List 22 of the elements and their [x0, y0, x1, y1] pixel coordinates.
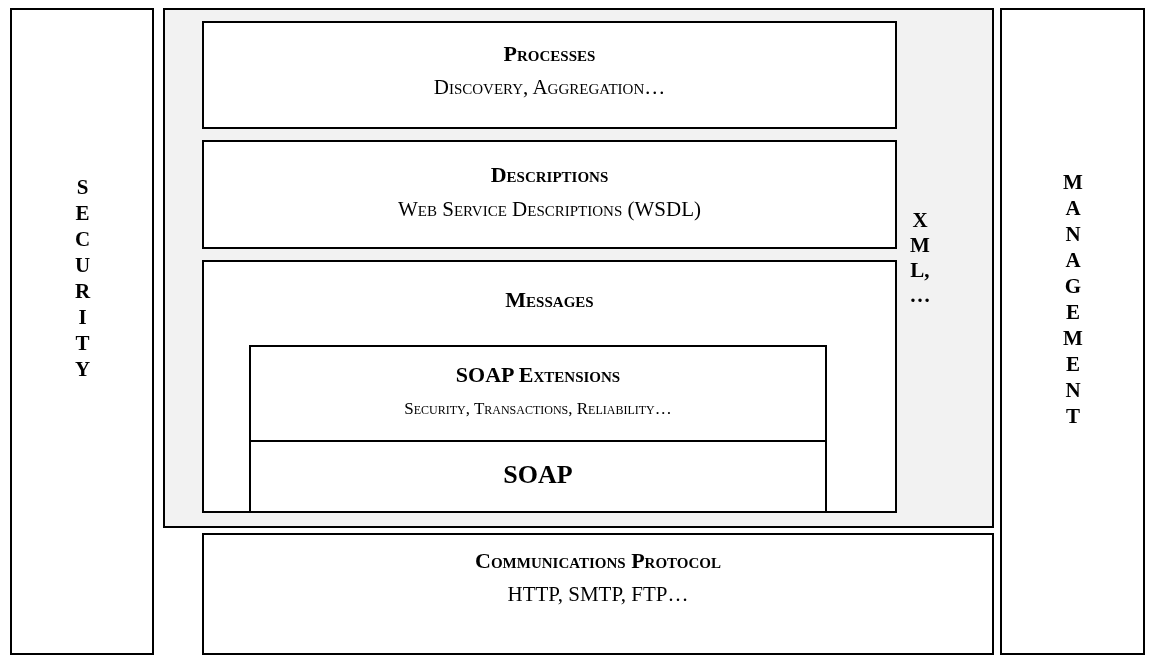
- layer-box: [249, 345, 827, 442]
- layer-box: [202, 533, 994, 655]
- layer-title: Descriptions: [489, 162, 610, 188]
- layer-description: Discovery, Aggregation…: [432, 75, 667, 100]
- layer-title: SOAP Extensions: [454, 362, 622, 388]
- layer-title: SOAP: [502, 460, 574, 490]
- side-bar: [10, 8, 154, 655]
- layer-title: Communications Protocol: [474, 548, 722, 574]
- vertical-label: MANAGEMENT: [1060, 170, 1085, 430]
- vertical-label: XML, …: [908, 208, 932, 308]
- layer-title: Processes: [502, 41, 597, 67]
- layer-description: HTTP, SMTP, FTP…: [506, 582, 690, 607]
- layer-box: [202, 140, 897, 249]
- layer-description: Web Service Descriptions (WSDL): [396, 197, 702, 222]
- layer-panel: [163, 8, 994, 528]
- layer-box: [202, 21, 897, 129]
- side-bar: [1000, 8, 1145, 655]
- vertical-label: SECURITY: [69, 175, 95, 383]
- layer-box: [202, 260, 897, 513]
- layer-description: Security, Transactions, Reliability…: [403, 399, 673, 419]
- layer-box: [249, 440, 827, 511]
- layer-title: Messages: [504, 287, 595, 313]
